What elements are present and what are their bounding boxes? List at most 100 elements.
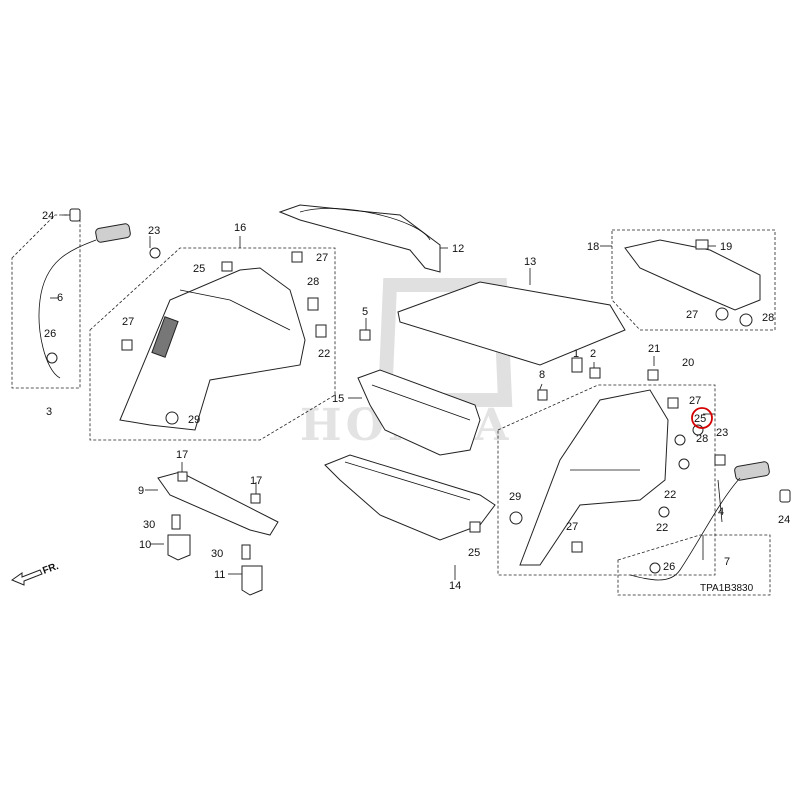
clip-28-18 bbox=[739, 313, 753, 327]
callout-20[interactable]: 20 bbox=[682, 357, 694, 369]
bracket-10 bbox=[167, 534, 191, 561]
callout-13[interactable]: 13 bbox=[524, 256, 536, 268]
callout-22-20b[interactable]: 22 bbox=[656, 522, 668, 534]
bracket-6 bbox=[95, 223, 131, 243]
clip-29-20 bbox=[509, 511, 523, 525]
highlight-ring-25 bbox=[691, 407, 713, 429]
callout-29-left[interactable]: 29 bbox=[188, 414, 200, 426]
clip-26-left bbox=[46, 352, 58, 364]
clip-28-20 bbox=[674, 434, 686, 446]
clip-17-b bbox=[250, 493, 261, 504]
vent-16 bbox=[151, 316, 179, 358]
bracket-5 bbox=[359, 329, 371, 341]
callout-10[interactable]: 10 bbox=[139, 539, 151, 551]
callout-19[interactable]: 19 bbox=[720, 241, 732, 253]
clip-22-20b bbox=[658, 506, 670, 518]
callout-6[interactable]: 6 bbox=[57, 292, 63, 304]
clip-26-right bbox=[649, 562, 661, 574]
callout-11[interactable]: 11 bbox=[214, 569, 225, 581]
callout-25-highlighted[interactable]: 25 bbox=[694, 413, 706, 425]
clip-24-left bbox=[69, 208, 81, 222]
bolt-30-a bbox=[171, 514, 181, 530]
side-trim-16 bbox=[119, 267, 306, 431]
callout-16[interactable]: 16 bbox=[234, 222, 246, 234]
frame-20 bbox=[497, 384, 716, 576]
bracket-11 bbox=[241, 565, 263, 596]
part-2 bbox=[589, 367, 601, 379]
callout-17-a[interactable]: 17 bbox=[176, 449, 188, 461]
clip-27-16b bbox=[121, 339, 133, 351]
clip-29-16 bbox=[165, 411, 179, 425]
cable-6 bbox=[38, 239, 97, 379]
group-frames bbox=[11, 214, 776, 596]
panel-18 bbox=[624, 239, 761, 311]
callout-17-b[interactable]: 17 bbox=[250, 475, 262, 487]
callout-23-right[interactable]: 23 bbox=[716, 427, 728, 439]
clip-28-16 bbox=[307, 297, 319, 311]
clip-23-left bbox=[149, 247, 161, 259]
clip-25-14 bbox=[469, 521, 481, 533]
floor-board-13 bbox=[397, 281, 626, 366]
clip-27-20a bbox=[667, 397, 679, 409]
callout-27-18[interactable]: 27 bbox=[686, 309, 698, 321]
callout-27-16[interactable]: 27 bbox=[122, 316, 134, 328]
callout-25-lower[interactable]: 25 bbox=[468, 547, 480, 559]
clip-22-20a bbox=[678, 458, 690, 470]
frame-3 bbox=[11, 214, 81, 389]
callout-21[interactable]: 21 bbox=[648, 343, 660, 355]
clip-27-18 bbox=[715, 307, 729, 321]
callout-28-left[interactable]: 28 bbox=[307, 276, 319, 288]
callout-24-right[interactable]: 24 bbox=[778, 514, 790, 526]
callout-1[interactable]: 1 bbox=[573, 348, 579, 360]
callout-labels: 24 23 16 12 13 18 19 25 27 6 28 5 27 28 … bbox=[42, 210, 790, 592]
clip-27-16a bbox=[291, 251, 303, 263]
parts bbox=[10, 204, 791, 596]
direction-label: FR. bbox=[41, 561, 60, 577]
callout-27-20[interactable]: 27 bbox=[689, 395, 701, 407]
callout-22-left[interactable]: 22 bbox=[318, 348, 330, 360]
callout-25-upper[interactable]: 25 bbox=[193, 263, 205, 275]
callout-7[interactable]: 7 bbox=[724, 556, 730, 568]
callout-30-b[interactable]: 30 bbox=[211, 548, 223, 560]
clip-27-20b bbox=[571, 541, 583, 553]
frame-18 bbox=[611, 229, 776, 331]
callout-27-lower[interactable]: 27 bbox=[566, 521, 578, 533]
callout-2[interactable]: 2 bbox=[590, 348, 596, 360]
cable-7 bbox=[629, 477, 741, 581]
callout-26-left[interactable]: 26 bbox=[44, 328, 56, 340]
part-8 bbox=[537, 389, 548, 401]
callout-28-18[interactable]: 28 bbox=[762, 312, 774, 324]
callout-22-20a[interactable]: 22 bbox=[664, 489, 676, 501]
side-trim-20 bbox=[519, 389, 669, 566]
callout-30-a[interactable]: 30 bbox=[143, 519, 155, 531]
callout-24-left[interactable]: 24 bbox=[42, 210, 54, 222]
clip-25-16 bbox=[221, 261, 233, 272]
clip-21 bbox=[647, 369, 659, 381]
part-1 bbox=[571, 357, 583, 373]
clip-17-a bbox=[177, 471, 188, 482]
callout-12[interactable]: 12 bbox=[452, 243, 464, 255]
callout-5[interactable]: 5 bbox=[362, 306, 368, 318]
callout-14[interactable]: 14 bbox=[449, 580, 461, 592]
callout-3[interactable]: 3 bbox=[46, 406, 52, 418]
frame-16 bbox=[89, 247, 336, 441]
callout-27-upper[interactable]: 27 bbox=[316, 252, 328, 264]
front-arrow-icon bbox=[10, 569, 43, 586]
callout-15[interactable]: 15 bbox=[332, 393, 344, 405]
callout-28-20[interactable]: 28 bbox=[696, 433, 708, 445]
diagram-code: TPA1B3830 bbox=[700, 583, 754, 594]
callout-29-right[interactable]: 29 bbox=[509, 491, 521, 503]
callout-9[interactable]: 9 bbox=[138, 485, 144, 497]
callout-26-right[interactable]: 26 bbox=[663, 561, 675, 573]
callout-23-left[interactable]: 23 bbox=[148, 225, 160, 237]
frame-7 bbox=[617, 534, 771, 596]
callout-18[interactable]: 18 bbox=[587, 241, 599, 253]
callout-4[interactable]: 4 bbox=[718, 506, 724, 518]
callout-8[interactable]: 8 bbox=[539, 369, 545, 381]
cargo-cover-12 bbox=[278, 204, 441, 273]
clip-23-20 bbox=[714, 454, 726, 466]
clip-22-16 bbox=[315, 324, 327, 338]
bracket-4 bbox=[734, 461, 770, 481]
clip-24-right bbox=[779, 489, 791, 503]
